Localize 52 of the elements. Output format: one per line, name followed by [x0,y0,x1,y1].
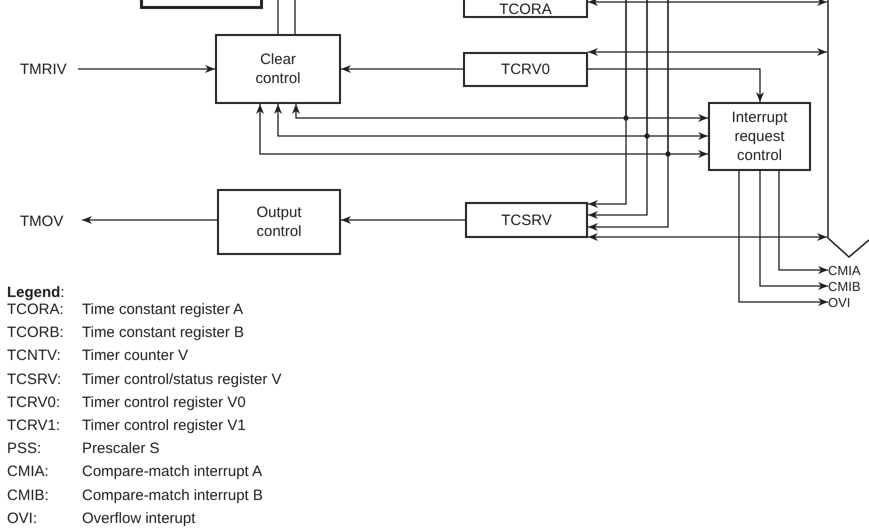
internal-bus [827,0,869,260]
signal-label: TMRIV [20,60,67,78]
abbreviation: CMIA: [7,463,49,482]
abbreviation-definition: Prescaler S [82,440,160,458]
connector-arrow [588,233,827,241]
connector-arrow [759,171,828,290]
register-box [463,52,588,87]
abbreviation: TCORB: [7,324,64,342]
abbreviation: TCRV1: [7,417,60,435]
control-block [215,34,341,104]
signal-label: OVI [828,294,850,312]
abbreviation: TCNTV: [7,347,61,366]
abbreviation: TCRV0: [7,394,60,412]
connector-arrow [588,68,764,102]
abbreviation-definition: Compare-match interrupt B [82,486,263,505]
abbreviation-definition: Timer control register V1 [82,417,246,435]
control-block [708,102,811,171]
block-label: TCSRV [501,210,552,230]
signal-label: TMOV [20,212,64,230]
connector-arrow [588,0,627,208]
abbreviation-definition: Time constant register B [82,324,244,342]
connector-arrow [82,216,217,224]
connector-arrow [341,65,463,73]
connector-arrow [588,48,827,56]
abbreviation-definition: Timer control/status register V [82,370,282,389]
block-label: Interrupt request control [730,108,788,165]
signal-label: CMIA [828,262,860,280]
signal-label: CMIB [828,278,860,296]
legend-heading: Legend: [7,284,65,302]
abbreviation: OVI: [7,510,38,528]
abbreviation: TCSRV: [7,370,62,389]
abbreviation: CMIB: [7,486,49,505]
abbreviation-definition: Timer counter V [82,347,188,366]
block-label: Clear control [254,50,302,88]
control-block [217,189,341,255]
connector-arrow [341,216,465,224]
connector-arrow [78,65,215,73]
connector-arrow [588,0,669,231]
block-label: Output control [255,203,303,241]
abbreviation-definition: Overflow interupt [82,510,196,528]
connector-arrow [588,0,827,6]
connector-arrow [778,171,828,274]
abbreviation: TCORA: [7,301,64,319]
block-label: TCORA [499,0,552,18]
abbreviation-definition: Timer control register V0 [82,394,246,412]
connector-arrow [588,0,648,219]
abbreviation-definition: Time constant register A [82,301,244,319]
register-box [465,202,588,238]
abbreviation-definition: Compare-match interrupt A [82,463,262,482]
connector-arrow [738,171,828,306]
abbreviation: PSS: [7,440,42,458]
block-label: TCRV0 [501,60,550,79]
